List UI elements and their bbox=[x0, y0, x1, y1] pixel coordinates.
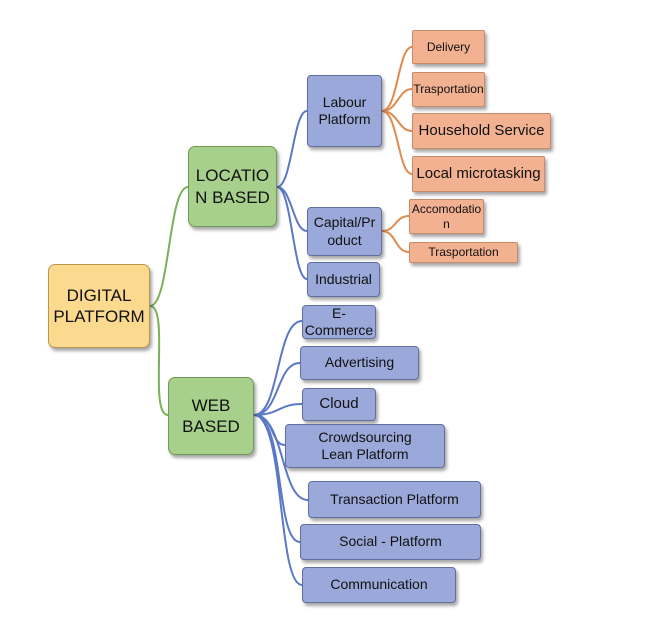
industrial-node[interactable]: Industrial bbox=[307, 262, 380, 297]
household-service-label: Household Service bbox=[418, 121, 545, 139]
connector-web-ecommerce bbox=[253, 320, 303, 416]
capital-label-line1: Capital/Pr bbox=[313, 214, 376, 230]
digital-platform-node[interactable]: DIGITAL PLATFORM bbox=[48, 264, 150, 348]
delivery-label: Delivery bbox=[426, 39, 471, 54]
capital-transportation-node[interactable]: Trasportation bbox=[409, 242, 518, 263]
web-label-line2: BASED bbox=[182, 417, 240, 436]
local-microtasking-label: Local microtasking bbox=[416, 164, 541, 182]
local-microtasking-node[interactable]: Local microtasking bbox=[412, 156, 545, 192]
connector-root-location bbox=[149, 186, 189, 307]
advertising-label: Advertising bbox=[324, 354, 395, 371]
location-based-node[interactable]: LOCATIO N BASED bbox=[188, 146, 277, 227]
connector-location-labour bbox=[276, 110, 308, 188]
ecommerce-label-line2: Commerce bbox=[304, 322, 374, 338]
cloud-label: Cloud bbox=[319, 395, 359, 413]
cloud-node[interactable]: Cloud bbox=[302, 388, 376, 421]
crowdsourcing-node[interactable]: Crowdsourcing Lean Platform bbox=[285, 424, 445, 468]
labour-label-line1: Labour bbox=[322, 93, 367, 110]
accommodation-node[interactable]: Accomodatio n bbox=[409, 199, 484, 234]
web-label-line1: WEB bbox=[191, 395, 231, 415]
accommodation-label-line2: n bbox=[443, 216, 450, 231]
root-label-line1: DIGITAL bbox=[66, 285, 132, 305]
labour-transportation-label: Trasportation bbox=[413, 82, 484, 96]
connector-location-industrial bbox=[276, 186, 308, 280]
connector-labour-delivery bbox=[381, 46, 413, 112]
communication-label: Communication bbox=[330, 576, 428, 593]
social-platform-label: Social - Platform bbox=[339, 533, 442, 550]
connector-web-advertising bbox=[253, 362, 301, 416]
labour-label-line2: Platform bbox=[318, 111, 371, 127]
connector-capital-accommodation bbox=[381, 215, 410, 232]
transaction-platform-label: Transaction Platform bbox=[330, 490, 459, 507]
connector-web-communication bbox=[253, 414, 303, 586]
connector-location-capital bbox=[276, 186, 308, 232]
location-label-line1: LOCATIO bbox=[195, 166, 270, 186]
communication-node[interactable]: Communication bbox=[302, 567, 456, 603]
crowdsourcing-label-line2: Lean Platform bbox=[321, 446, 409, 462]
transaction-platform-node[interactable]: Transaction Platform bbox=[308, 481, 481, 518]
labour-transportation-node[interactable]: Trasportation bbox=[412, 72, 485, 107]
accommodation-label-line1: Accomodatio bbox=[411, 201, 482, 216]
root-label-line2: PLATFORM bbox=[53, 307, 145, 326]
capital-product-node[interactable]: Capital/Pr oduct bbox=[307, 207, 382, 256]
social-platform-node[interactable]: Social - Platform bbox=[300, 524, 481, 560]
industrial-label: Industrial bbox=[315, 270, 372, 287]
labour-platform-node[interactable]: Labour Platform bbox=[307, 75, 382, 147]
crowdsourcing-label-line1: Crowdsourcing bbox=[318, 428, 412, 445]
connector-web-cloud bbox=[253, 403, 303, 416]
delivery-node[interactable]: Delivery bbox=[412, 30, 485, 64]
location-label-line2: N BASED bbox=[195, 187, 270, 207]
household-service-node[interactable]: Household Service bbox=[412, 113, 551, 149]
connector-root-web bbox=[149, 305, 169, 416]
advertising-node[interactable]: Advertising bbox=[300, 346, 419, 380]
capital-label-line2: oduct bbox=[327, 231, 362, 248]
ecommerce-node[interactable]: E- Commerce bbox=[302, 305, 376, 339]
web-based-node[interactable]: WEB BASED bbox=[168, 377, 254, 455]
capital-transportation-label: Trasportation bbox=[428, 245, 499, 259]
connector-labour-microtasking bbox=[381, 110, 413, 175]
ecommerce-label-line1: E- bbox=[332, 304, 346, 321]
connector-capital-transport bbox=[381, 230, 410, 253]
